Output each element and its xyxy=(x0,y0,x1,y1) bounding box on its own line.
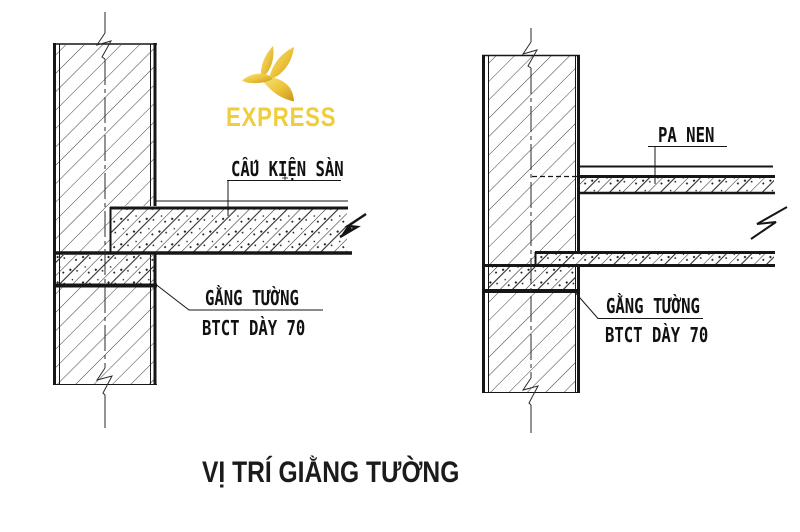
label-left-brace-line1: GẰNG TƯỜNG xyxy=(205,286,299,310)
label-right-brace-line1: GẰNG TƯỜNG xyxy=(606,294,700,318)
right-wall xyxy=(482,54,580,393)
label-left-brace-line2: BTCT DÀY 70 xyxy=(202,316,306,340)
express-bird-icon xyxy=(242,46,294,102)
express-logo-text: EXPRESS xyxy=(226,102,337,132)
left-centerline xyxy=(95,12,113,428)
break-arrow xyxy=(340,225,352,237)
right-centerline xyxy=(521,28,539,433)
label-right-panel: PA NEN xyxy=(658,123,715,147)
drawing-title: VỊ TRÍ GIẰNG TƯỜNG xyxy=(202,456,460,489)
left-leader-lines xyxy=(153,175,341,311)
break-mark-panel-end xyxy=(750,206,788,240)
right-leader-lines xyxy=(572,146,727,319)
label-right-brace-line2: BTCT DÀY 70 xyxy=(605,323,709,347)
right-panel xyxy=(483,165,788,267)
break-mark-slab-end xyxy=(339,212,367,239)
label-left-slab: CẤU KIỆN SÀN xyxy=(231,157,344,181)
express-logo: EXPRESS xyxy=(224,44,344,136)
